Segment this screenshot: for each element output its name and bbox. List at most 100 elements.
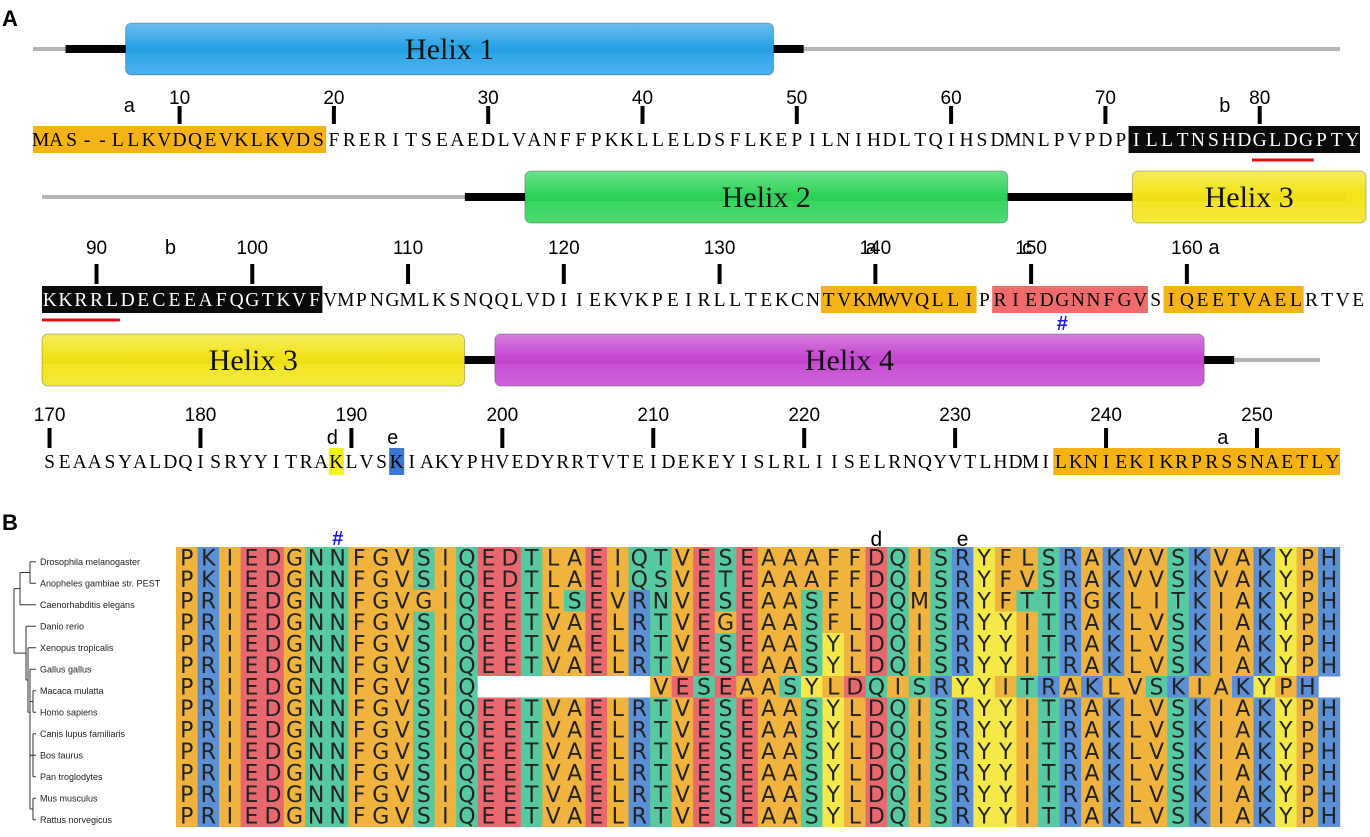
residue-cell	[477, 697, 500, 720]
residue-letter: K	[1106, 783, 1121, 808]
residue-letter: Q	[458, 697, 475, 722]
residue-cell	[240, 590, 263, 612]
residue-cell	[305, 740, 328, 763]
residue-letter: L	[612, 783, 625, 808]
residue-letter: I	[1024, 611, 1031, 636]
residue: L	[729, 290, 741, 311]
residue-letter: A	[783, 740, 798, 765]
residue-letter: V	[1149, 697, 1164, 722]
residue-cell	[413, 719, 436, 741]
residue-cell	[413, 611, 436, 634]
residue-cell	[757, 611, 780, 634]
residue-cell	[800, 568, 823, 591]
residue-cell	[822, 676, 845, 698]
residue: E	[667, 290, 679, 311]
residue-cell	[197, 654, 220, 677]
residue-cell	[1318, 633, 1341, 655]
residue-letter: Y	[998, 611, 1013, 636]
residue-letter: H	[1321, 805, 1338, 830]
site-label: a	[866, 237, 878, 259]
residue: D	[1098, 130, 1112, 151]
residue: G	[1118, 290, 1132, 311]
residue-cell	[391, 676, 414, 698]
residue-cell	[1038, 547, 1061, 569]
residue-letter: P	[1301, 654, 1314, 679]
residue: T	[1321, 290, 1333, 311]
residue-letter: R	[933, 676, 948, 701]
residue-letter: R	[632, 805, 647, 830]
residue-cell	[650, 805, 673, 827]
residue-cell	[736, 805, 759, 827]
residue-letter: E	[503, 740, 517, 765]
residue-letter: A	[804, 547, 819, 572]
residue: I	[948, 130, 955, 151]
residue-letter: S	[934, 805, 948, 830]
residue-cell	[1296, 568, 1319, 591]
residue-letter: S	[417, 762, 431, 787]
residue-letter: S	[934, 590, 948, 615]
ruler-number: 110	[393, 238, 423, 259]
residue-letter: S	[568, 590, 582, 615]
residue: S	[66, 130, 77, 151]
residue-cell	[714, 719, 737, 741]
residue-cell	[240, 740, 263, 763]
residue-cell	[434, 783, 457, 806]
residue-cell	[973, 568, 996, 591]
helix-label: Helix 2	[722, 181, 811, 214]
residue-cell	[1296, 611, 1319, 634]
residue-cell	[434, 719, 457, 741]
residue-letter: E	[503, 783, 517, 808]
residue-letter: A	[1084, 633, 1099, 658]
residue-cell	[1081, 568, 1104, 591]
residue-letter: L	[1129, 654, 1142, 679]
residue-letter: F	[353, 740, 366, 765]
residue-letter: V	[675, 590, 690, 615]
residue-cell	[865, 697, 888, 720]
residue-letter: A	[1084, 697, 1099, 722]
residue: K	[58, 290, 72, 311]
residue-letter: R	[632, 654, 647, 679]
residue-cell	[391, 762, 414, 784]
residue-cell	[262, 590, 285, 612]
residue-cell	[736, 740, 759, 763]
residue-letter: F	[353, 590, 366, 615]
residue-letter: E	[482, 611, 496, 636]
residue-letter: E	[719, 676, 733, 701]
residue-cell	[1102, 568, 1125, 591]
residue-cell	[1016, 611, 1039, 634]
residue: Y	[239, 452, 253, 473]
residue-letter: Y	[976, 697, 991, 722]
species-label: Mus musculus	[40, 793, 98, 803]
residue-letter: Q	[458, 611, 475, 636]
residue-letter: M	[910, 590, 929, 615]
residue-cell	[563, 590, 586, 612]
residue-cell	[413, 783, 436, 806]
residue: N	[806, 290, 820, 311]
site-label: a	[1208, 237, 1220, 259]
residue-letter: F	[999, 568, 1012, 593]
residue-letter: A	[761, 547, 776, 572]
residue-letter: K	[1106, 805, 1121, 830]
residue-cell	[779, 654, 802, 677]
residue-letter: K	[1085, 676, 1100, 701]
residue-cell	[844, 805, 867, 827]
residue: L	[899, 130, 911, 151]
residue: S	[1150, 290, 1161, 311]
residue: N	[836, 130, 850, 151]
residue-letter: T	[1041, 740, 1056, 765]
residue-letter: K	[1192, 783, 1207, 808]
residue-letter: R	[955, 590, 970, 615]
residue-letter: Q	[458, 740, 475, 765]
residue-cell	[283, 740, 306, 763]
residue-cell	[1296, 805, 1319, 827]
residue-cell	[542, 547, 565, 569]
residue-cell	[305, 568, 328, 591]
residue-letter: V	[395, 762, 410, 787]
residue: K	[329, 452, 343, 473]
residue-cell	[1167, 740, 1190, 763]
residue-cell	[563, 762, 586, 784]
residue: L	[979, 452, 991, 473]
residue-cell	[908, 676, 931, 698]
residue-letter: R	[955, 633, 970, 658]
